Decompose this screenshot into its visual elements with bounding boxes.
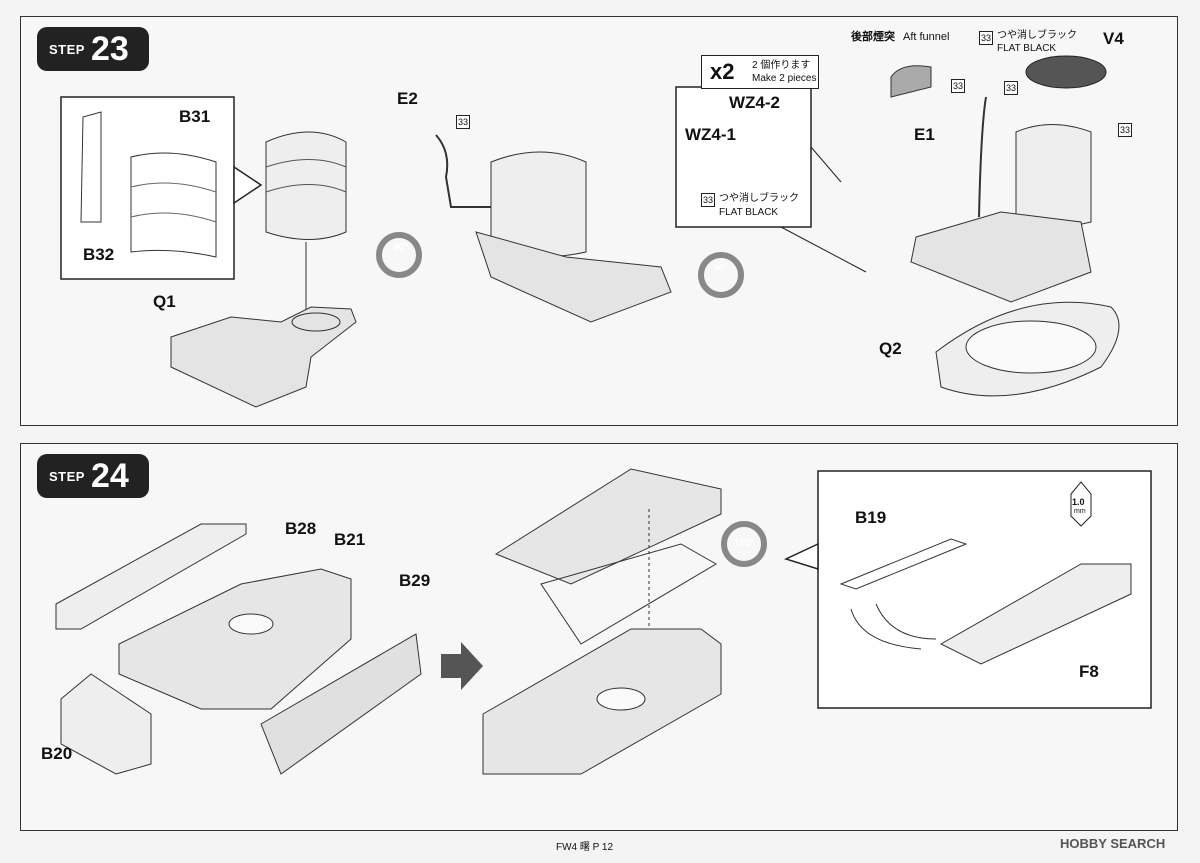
step-word: STEP — [49, 41, 85, 57]
paint-code-33-shell: 33 — [1118, 123, 1132, 137]
make-two-note: x2 2 個作ります Make 2 pieces — [701, 55, 819, 89]
paint-code-33-pipe: 33 — [1004, 81, 1018, 95]
part-label-e1: E1 — [914, 125, 935, 144]
part-label-wz4-1: WZ4-1 — [685, 125, 736, 144]
multiplier: x2 — [710, 59, 735, 84]
step-number: 24 — [90, 456, 129, 495]
paint-jp-wz4: つや消しブラック — [719, 193, 799, 204]
paint-code-33-funnel: 33 — [951, 79, 965, 93]
aft-funnel-en: Aft funnel — [903, 31, 950, 43]
paint-jp-v4: つや消しブラック — [997, 30, 1077, 41]
part-label-b19: B19 — [855, 508, 887, 527]
part-label-wz4-2: WZ4-2 — [729, 93, 780, 112]
rotate-label-90b: 90° — [713, 263, 729, 274]
part-label-b28: B28 — [285, 519, 317, 538]
paint-code-33-v4: 33 — [979, 31, 993, 45]
drill-size: 1.0 — [1072, 497, 1085, 507]
make-2-jp: 2 個作ります — [752, 60, 811, 71]
paint-en-wz4: FLAT BLACK — [719, 207, 779, 218]
paint-code-33-wz4: 33 — [701, 193, 715, 207]
rotate-label-180: 180° — [734, 538, 755, 549]
step-number: 23 — [90, 29, 129, 68]
page-footer: FW4 曙 P 12 — [556, 842, 614, 853]
part-label-b20: B20 — [41, 744, 73, 763]
part-label-b32: B32 — [83, 245, 115, 264]
part-label-q1: Q1 — [153, 292, 176, 311]
aft-funnel-jp: 後部煙突 — [851, 31, 895, 43]
paint-code-33-e2: 33 — [456, 115, 470, 129]
step-23-illustration — [60, 55, 1120, 408]
step-word: STEP — [49, 468, 85, 484]
part-label-b31: B31 — [179, 107, 211, 126]
part-label-b21: B21 — [334, 530, 366, 549]
step-23-panel: STEP 23 B31 — [20, 16, 1178, 426]
make-2-en: Make 2 pieces — [752, 73, 817, 84]
drill-unit: mm — [1074, 508, 1086, 515]
paint-en-v4: FLAT BLACK — [997, 43, 1057, 54]
step-24-illustration — [55, 468, 1152, 775]
part-label-b29: B29 — [399, 571, 431, 590]
rotate-label-90a: 90° — [393, 242, 409, 253]
watermark: HOBBY SEARCH — [1060, 836, 1166, 851]
part-label-e2: E2 — [397, 89, 418, 108]
part-label-v4: V4 — [1103, 29, 1124, 48]
step-24-panel: STEP 24 B28 B21 B29 B20 180° B19 — [20, 443, 1178, 831]
step-23-badge: STEP 23 — [37, 27, 149, 71]
step-24-badge: STEP 24 — [37, 454, 149, 498]
part-label-f8: F8 — [1079, 662, 1099, 681]
part-label-q2: Q2 — [879, 339, 902, 358]
